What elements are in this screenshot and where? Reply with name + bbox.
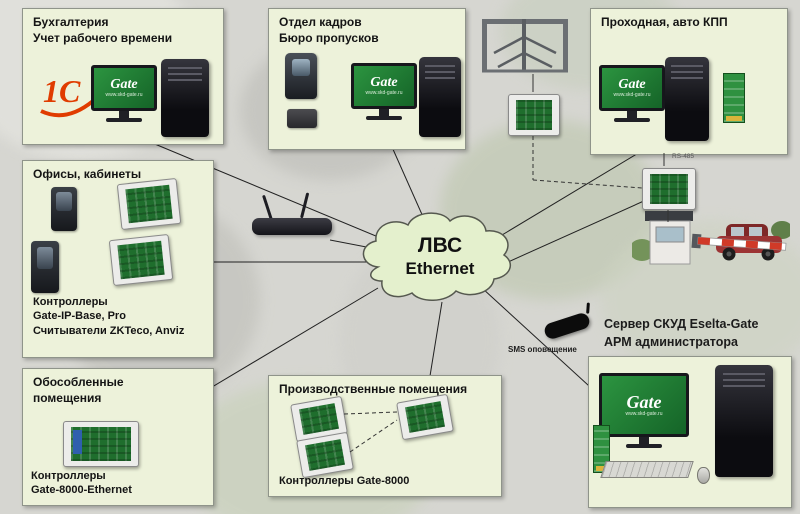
server-monitor: Gate www.skd-gate.ru [599, 373, 689, 448]
zone-title: Отдел кадров Бюро пропусков [279, 15, 379, 45]
cloud-label-line2: Ethernet [405, 259, 475, 279]
rs485-label: RS-485 [672, 153, 695, 160]
fingerprint-reader-icon [51, 187, 77, 231]
zone-title: Бухгалтерия Учет рабочего времени [33, 15, 173, 45]
zone-accounting: Бухгалтерия Учет рабочего времени 1С Gat… [22, 8, 224, 145]
workstation-monitor: Gate www.skd-gate.ru [351, 63, 417, 120]
interface-board-icon [723, 73, 745, 123]
gate-logo: Gate www.skd-gate.ru [599, 373, 689, 437]
zone-title: Обособленные помещения [33, 375, 124, 405]
controller-icon [296, 431, 354, 479]
keyboard-icon [600, 461, 694, 478]
zone-note: Контроллеры Gate-8000 [279, 475, 410, 487]
server-tower-icon [161, 59, 209, 137]
cloud-label-line1: ЛВС [417, 234, 463, 257]
turnstile-icon [482, 19, 568, 73]
workstation-monitor: Gate www.skd-gate.ru [599, 65, 665, 122]
gate-logo: Gate www.skd-gate.ru [91, 65, 157, 111]
server-tower-icon [419, 57, 461, 137]
fingerprint-scanner-icon [285, 53, 317, 99]
fingerprint-reader-icon [31, 241, 59, 293]
zone-server: Gate www.skd-gate.ru [588, 356, 792, 508]
mouse-icon [697, 467, 710, 484]
zone-note: Контроллеры Gate-IP-Base, Pro Считывател… [33, 296, 185, 337]
server-tower-icon [665, 57, 709, 141]
gate-logo: Gate www.skd-gate.ru [351, 63, 417, 109]
workstation-monitor: Gate www.skd-gate.ru [91, 65, 157, 122]
zone-entrance: Проходная, авто КПП Gate www.skd-gate.ru [590, 8, 788, 155]
zone-separate: Обособленные помещения Контроллеры Gate-… [22, 368, 214, 506]
turnstile-controller-icon [508, 94, 560, 136]
controller-icon [396, 393, 454, 441]
cloud-label: ЛВС Ethernet [350, 233, 530, 280]
proximity-card-icon [287, 109, 317, 128]
zone-hr: Отдел кадров Бюро пропусков Gate www.skd… [268, 8, 466, 150]
zone-title: Проходная, авто КПП [601, 15, 728, 29]
controller-icon [108, 233, 174, 287]
guard-booth-icon [645, 211, 693, 265]
controller-icon [116, 177, 182, 231]
barrier-arm-icon [691, 233, 787, 251]
zone-title: Офисы, кабинеты [33, 167, 142, 181]
zone-offices: Офисы, кабинеты Контроллеры Gate-IP-Base… [22, 160, 214, 358]
gate-logo: Gate www.skd-gate.ru [599, 65, 665, 111]
server-tower-icon [715, 365, 773, 477]
router-icon [252, 192, 336, 240]
barrier-checkpoint-icon [632, 211, 790, 265]
1c-logo: 1С [35, 71, 97, 123]
controller-icon [63, 421, 139, 467]
zone-production: Производственные помещения Контроллеры G… [268, 375, 502, 497]
zone-note: Контроллеры Gate-8000-Ethernet [31, 470, 132, 497]
server-arm-title: Сервер СКУД Eselta-Gate АРМ администрато… [604, 317, 759, 349]
sms-label: SMS оповещение [508, 345, 577, 354]
